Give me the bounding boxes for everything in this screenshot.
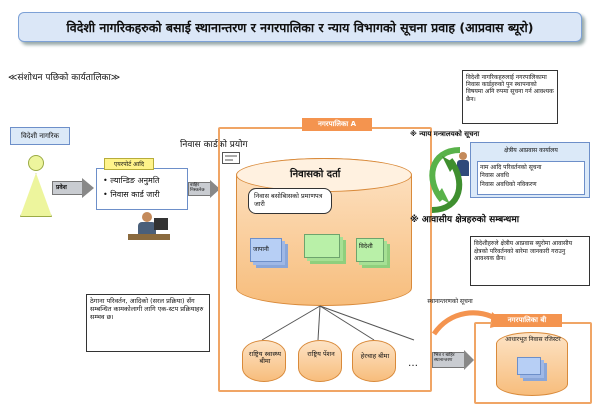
health-insurance-label: राष्ट्रिय स्वास्थ्य बीमा bbox=[248, 350, 282, 366]
exit-arrow: बाहिर निस्कनेछ bbox=[188, 180, 222, 198]
certificate-callout-text: निवास बसोबिासको प्रमाणपत्र जारी bbox=[254, 192, 323, 209]
entry-label: प्रवेश bbox=[56, 184, 67, 191]
bureau-note-text: विदेशीहरुले क्षेत्रीय आप्रवास ब्युरोमा आ… bbox=[474, 240, 573, 262]
airport-item: • निवास कार्ड जारी bbox=[103, 190, 160, 199]
exchange-arrows-icon bbox=[429, 147, 463, 213]
pension-cylinder: राष्ट्रिय पेंशन bbox=[298, 340, 342, 382]
card-icon bbox=[222, 152, 240, 164]
regional-item: निवास अवधि bbox=[480, 172, 509, 180]
certificate-callout: निवास बसोबिासको प्रमाणपत्र जारी bbox=[248, 188, 332, 214]
info-note-text: विदेशी नागरिकहरुलाई नगरपालिकामा निवास का… bbox=[466, 74, 554, 103]
transfer-notice: स्थानान्तरणको सूचना bbox=[427, 298, 473, 305]
foreign-doc-label: विदेशी bbox=[359, 243, 373, 250]
basic-registry-cylinder: आधारभूत निवास रजिस्टर bbox=[496, 332, 568, 396]
residence-card-use: निवास कार्डको प्रयोग bbox=[180, 140, 248, 150]
ministry-label-text: न्याय मन्त्रालयको सूचना bbox=[419, 130, 480, 138]
foreigner-label: विदेशी नागरिक bbox=[10, 127, 70, 145]
basic-registry-label: आधारभूत निवास रजिस्टर bbox=[505, 336, 561, 343]
person-icon bbox=[16, 155, 56, 219]
insurance-links bbox=[261, 305, 415, 341]
japanese-doc-label: जापानी bbox=[253, 246, 269, 253]
foreign-doc: विदेशी bbox=[356, 238, 384, 262]
address-change-note: ठेगाना परिवर्तन, आदिको (सरल प्रक्रिया) स… bbox=[86, 294, 210, 352]
registry-doc bbox=[517, 357, 541, 375]
exit-label: बाहिर निस्कनेछ bbox=[190, 183, 205, 193]
subtitle: ≪संशोधन पछिको कार्यतालिका≫ bbox=[8, 73, 121, 83]
relations-label: ※ आवासीय क्षेत्रहरुको सम्बन्धमा bbox=[410, 215, 520, 225]
airport-label: एयरपोर्ट आदि bbox=[104, 158, 154, 170]
registry-label: निवासको दर्ता bbox=[290, 169, 341, 180]
health-insurance-cylinder: राष्ट्रिय स्वास्थ्य बीमा bbox=[242, 340, 286, 382]
regional-item: नाम आदि परिवर्तनको सूचना bbox=[480, 164, 542, 171]
officer-icon bbox=[128, 212, 170, 244]
page-title: विदेशी नागरिकहरुको बसाई स्थानान्तरण र नग… bbox=[18, 12, 582, 42]
address-change-text: ठेगाना परिवर्तन, आदिको (सरल प्रक्रिया) स… bbox=[90, 297, 204, 321]
in-out-label: भित्र र बाहिर स्थानान्तरण bbox=[434, 353, 455, 363]
in-out-arrow: भित्र र बाहिर स्थानान्तरण bbox=[432, 350, 476, 370]
pension-label: राष्ट्रिय पेंशन bbox=[307, 350, 335, 358]
regional-office-label: क्षेत्रीय आप्रवास कार्यालय bbox=[504, 147, 558, 154]
japanese-doc: जापानी bbox=[250, 238, 282, 262]
airport-box: • ल्यान्डिङ अनुमति • निवास कार्ड जारी bbox=[96, 168, 188, 210]
entry-arrow: प्रवेश bbox=[52, 178, 94, 198]
middle-doc bbox=[304, 234, 340, 258]
city-a-label: नगरपालिका A bbox=[302, 118, 372, 131]
regional-office-box: क्षेत्रीय आप्रवास कार्यालय नाम आदि परिवर… bbox=[470, 142, 590, 198]
regional-item: निवास अवधिको नविकरण bbox=[480, 180, 537, 188]
city-b-label: नगरपालिका बी bbox=[492, 314, 562, 327]
care-insurance-label: हेरचाह बीमा bbox=[360, 352, 390, 360]
relations-text: आवासीय क्षेत्रहरुको सम्बन्धमा bbox=[421, 215, 520, 225]
ellipsis: … bbox=[408, 358, 418, 369]
bureau-note: विदेशीहरुले क्षेत्रीय आप्रवास ब्युरोमा आ… bbox=[470, 236, 590, 286]
airport-item: • ल्यान्डिङ अनुमति bbox=[103, 176, 160, 185]
ministry-label: ※ न्याय मन्त्रालयको सूचना bbox=[410, 130, 480, 138]
info-note: विदेशी नागरिकहरुलाई नगरपालिकामा निवास का… bbox=[462, 70, 558, 124]
care-insurance-cylinder: हेरचाह बीमा bbox=[352, 340, 396, 382]
